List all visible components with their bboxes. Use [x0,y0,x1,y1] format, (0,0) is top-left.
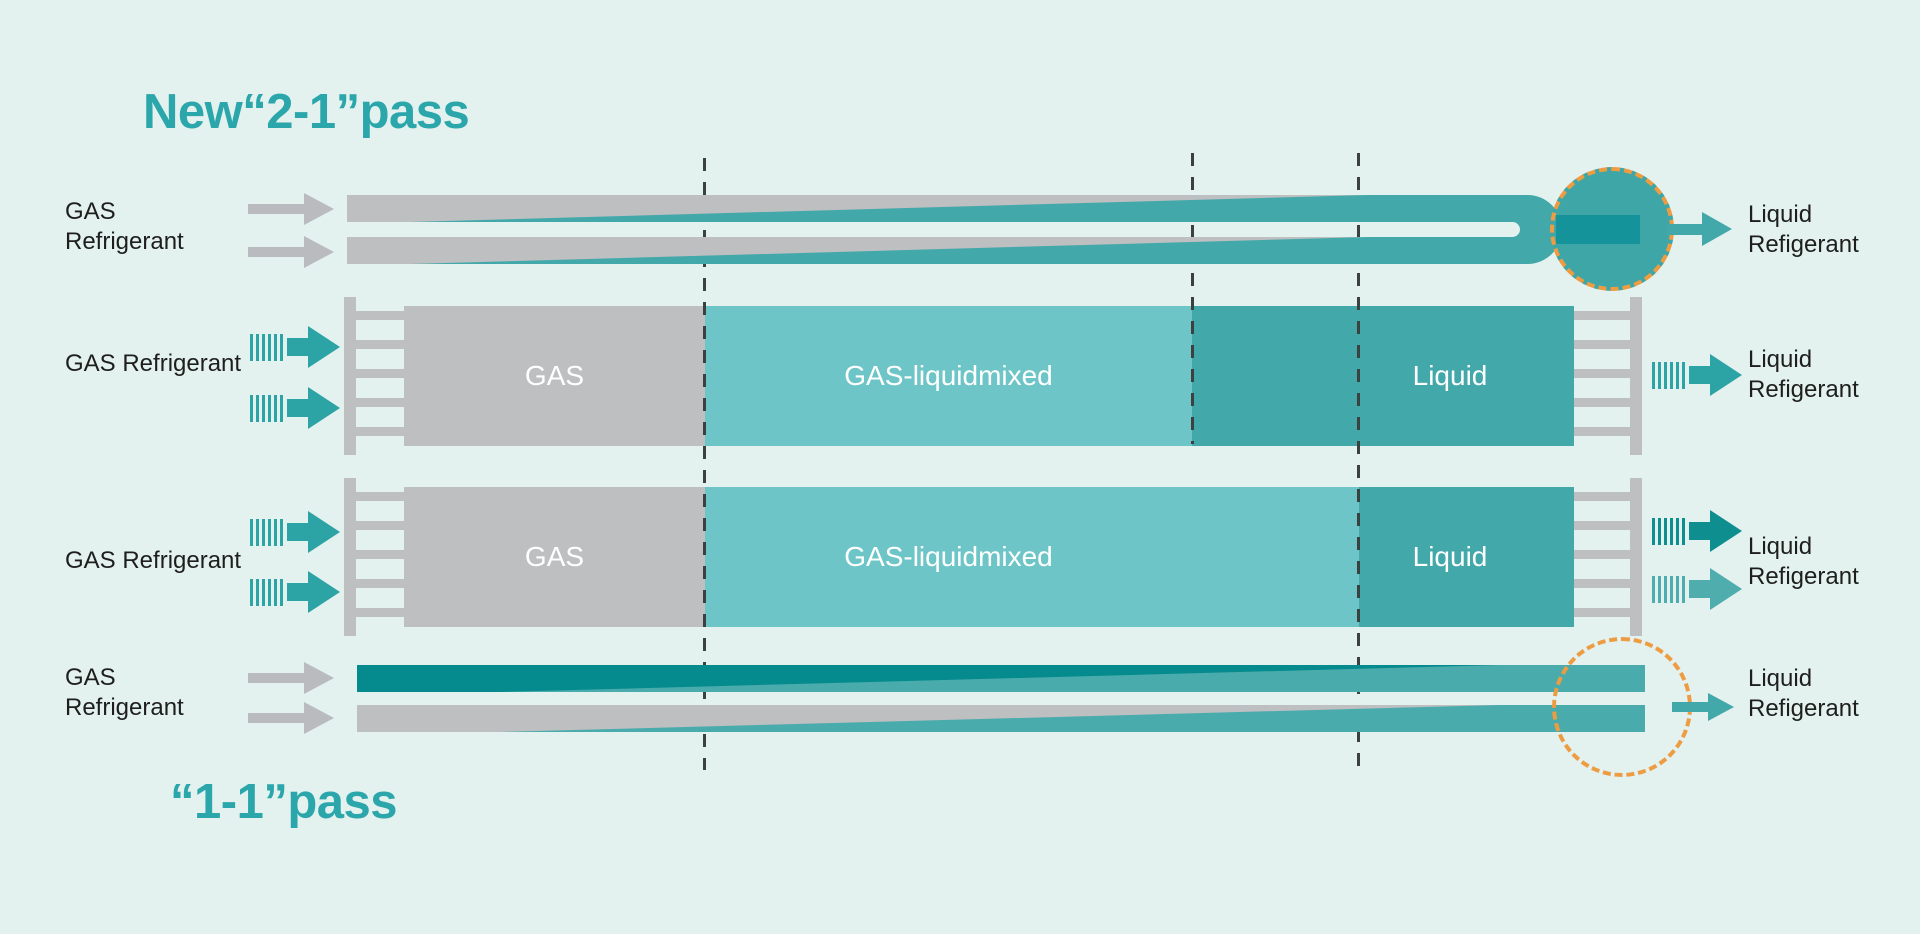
manifold-rung [1574,579,1630,588]
gas-inlet-arrow-icon [248,702,334,734]
title-1-1-pass: “1-1”pass [170,775,398,829]
manifold-rung [356,521,404,530]
manifold-right-bar-row3 [1630,478,1642,636]
manifold-rung [1574,608,1630,617]
liquid-refrigerant-label-row3: Liquid Refigerant [1748,532,1859,592]
outlet-arrow-head-icon [1702,212,1732,246]
title-new-2-1-pass: New“2-1”pass [143,85,470,139]
label-line: Refrigerant [65,694,184,721]
gas-inlet-arrow-icon [248,193,334,225]
label-line: Refrigerant [65,228,184,255]
manifold-rung [1574,550,1630,559]
label-line: GAS [65,198,116,225]
manifold-left-bar-row3 [344,478,356,636]
segment-liquid [1359,487,1574,627]
manifold-rung [1574,521,1630,530]
label-line: Refigerant [1748,231,1859,258]
segment-liquid [1192,306,1574,446]
segment-gas [404,306,705,446]
label-line: Liquid [1748,665,1813,692]
gas-flow-arrow-icon [250,326,340,368]
gas-inlet-arrow-icon [248,236,334,268]
manifold-rung [1574,492,1630,501]
manifold-rung [1574,427,1630,436]
segment-gas-liquid-mixed [705,306,1192,446]
liquid-refrigerant-label-row1: Liquid Refigerant [1748,200,1859,260]
exchanger-bar-1-1-pass [404,487,1574,627]
manifold-rung [1574,340,1630,349]
segment-label-gas-liquidmixed: GAS-liquidmixed [844,541,1053,572]
liquid-flow-arrow-soft-icon [1652,568,1742,610]
segment-label-gas: GAS [524,360,585,391]
gas-refrigerant-label-row2: GAS Refrigerant [65,350,242,377]
liquid-refrigerant-label-row2: Liquid Refigerant [1748,345,1859,405]
manifold-rung [1574,369,1630,378]
manifold-rung [356,398,404,407]
gas-inlet-arrow-icon [248,662,334,694]
gas-refrigerant-label-row4: GAS Refrigerant [65,663,184,723]
manifold-rung [356,550,404,559]
gas-flow-arrow-icon [250,511,340,553]
label-line: Refigerant [1748,563,1859,590]
gas-refrigerant-label-row3: GAS Refrigerant [65,547,242,574]
merge-outlet-port [1556,215,1640,244]
manifold-rung [356,427,404,436]
segment-gas [404,487,705,627]
outlet-arrow-icon [1666,224,1702,235]
label-line: Refigerant [1748,376,1859,403]
manifold-rung [356,579,404,588]
manifold-left-bar-row2 [344,297,356,455]
boundary-dash-line-2 [1191,153,1194,444]
outlet-arrow-icon [1672,702,1708,712]
label-line: GAS [65,664,116,691]
liquid-flow-arrow-icon [1652,354,1742,396]
manifold-rung [356,311,404,320]
label-line: Liquid [1748,346,1813,373]
segment-label-gas: GAS [524,541,585,572]
manifold-rung [356,369,404,378]
manifold-right-bar-row2 [1630,297,1642,455]
gas-flow-arrow-icon [250,571,340,613]
manifold-rung [1574,311,1630,320]
label-line: Liquid [1748,201,1813,228]
gas-refrigerant-label-row1: GAS Refrigerant [65,197,184,257]
label-line: Liquid [1748,533,1813,560]
liquid-flow-arrow-dark-icon [1652,510,1742,552]
exchanger-bar-2-1-pass [404,306,1574,446]
label-line: Refigerant [1748,695,1859,722]
segment-label-liquid: Liquid [1412,541,1488,572]
segment-label-liquid: Liquid [1412,360,1488,391]
boundary-dash-line-1 [703,158,706,770]
gas-flow-arrow-icon [250,387,340,429]
segment-label-gas-liquidmixed: GAS-liquidmixed [844,360,1053,391]
manifold-rung [356,608,404,617]
manifold-rung [1574,398,1630,407]
manifold-rung [356,492,404,501]
hairpin-inner-gap [1368,222,1520,237]
outlet-highlight-circle [1552,637,1692,777]
manifold-rung [356,340,404,349]
segment-gas-liquid-mixed [705,487,1359,627]
outlet-arrow-head-icon [1708,693,1734,721]
boundary-dash-line-3 [1357,153,1360,770]
liquid-refrigerant-label-row4: Liquid Refigerant [1748,664,1859,724]
